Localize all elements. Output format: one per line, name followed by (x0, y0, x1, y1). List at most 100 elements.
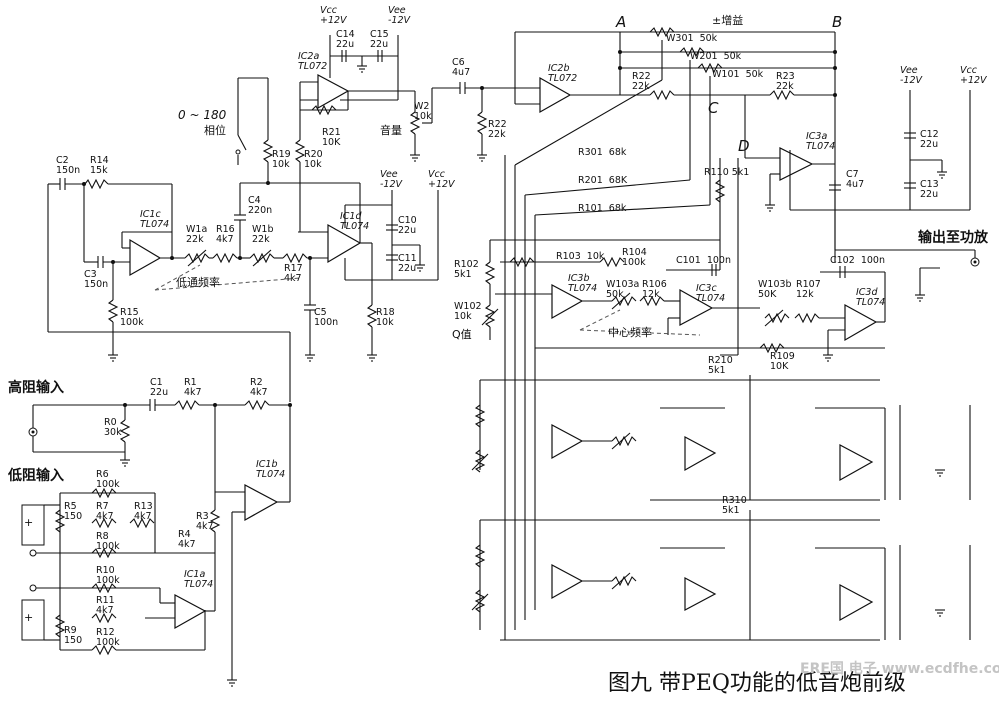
volume-label: 音量 (380, 124, 402, 137)
node-c-label: C (708, 99, 719, 117)
label-c101: C101 100n (676, 255, 731, 266)
input-stage (21, 399, 292, 687)
center-freq-label: 中心频率 (608, 326, 652, 339)
ic2a-section (235, 35, 415, 232)
ic1c-section (47, 178, 291, 402)
output-label: 输出至功放 (918, 230, 988, 246)
gain-network (514, 26, 837, 250)
low-z-input-label: 低阻输入 (8, 468, 64, 484)
label-w201: W201 50k (690, 51, 742, 62)
peq-band-2 (471, 354, 971, 501)
label-w101: W101 50k (712, 69, 764, 80)
label-r301: R301 68k (578, 147, 627, 158)
q-value-label: Q值 (452, 328, 472, 341)
ic1-vcc-label: Vcc+12V (428, 169, 455, 190)
label-w301: W301 50k (666, 33, 718, 44)
label-r110: R110 5k1 (704, 167, 750, 178)
watermark: ERE国 电子 www.ecdfhe.com (800, 661, 999, 677)
label-r201: R201 68K (578, 175, 628, 186)
label-c102: C102 100n (830, 255, 885, 266)
xlr1-plus-mark: + (24, 516, 34, 529)
node-a-label: A (616, 13, 627, 31)
node-d-label: D (738, 137, 750, 155)
ic3-vee-label: Vee-12V (900, 65, 923, 86)
ic3-vcc-label: Vcc+12V (960, 65, 987, 86)
peq-band-1 (481, 158, 886, 362)
ic3a-section (764, 90, 980, 302)
ic2-vee-label: Vee-12V (388, 5, 411, 26)
lowpass-freq-label: 低通频率 (176, 276, 220, 289)
phase-label: 相位 (204, 124, 226, 137)
peq-band-3 (471, 155, 971, 641)
ic1d-section (298, 183, 439, 362)
node-b-label: B (832, 13, 843, 31)
lowpass-chain (154, 182, 360, 362)
phase-range-label: 0 ~ 180 (178, 108, 227, 122)
ic2b-section (409, 31, 835, 162)
ic2-vcc-label: Vcc+12V (320, 5, 347, 26)
ic1-vee-label: Vee-12V (380, 169, 403, 190)
xlr2-plus-mark: + (24, 611, 34, 624)
label-r101: R101 68k (578, 203, 627, 214)
